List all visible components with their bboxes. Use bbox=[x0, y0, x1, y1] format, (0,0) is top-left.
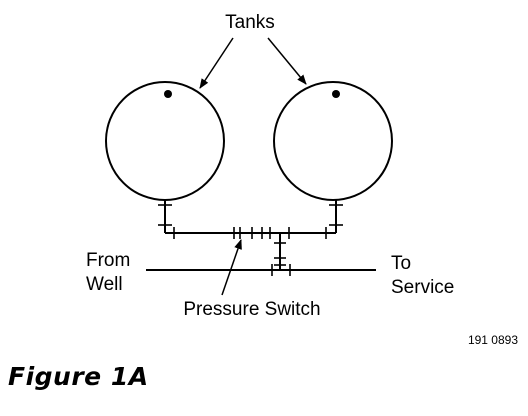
pressure-switch-label: Pressure Switch bbox=[183, 299, 320, 320]
tank-left-port bbox=[164, 90, 172, 98]
to-service-label-line1: To bbox=[391, 253, 411, 274]
tank-left bbox=[105, 81, 225, 201]
tank-right bbox=[273, 81, 393, 201]
figure-caption: Figure 1A bbox=[8, 362, 149, 391]
figure-code: 191 0893 bbox=[468, 333, 518, 347]
tanks-arrow-right bbox=[267, 37, 307, 85]
from-well-label-line1: From bbox=[86, 250, 130, 271]
pipe-fittings bbox=[158, 204, 343, 276]
to-service-label-line2: Service bbox=[391, 277, 454, 298]
tanks-arrow-left bbox=[199, 37, 234, 89]
tank-right-port bbox=[332, 90, 340, 98]
tanks-label: Tanks bbox=[225, 12, 275, 33]
pressure-switch-arrow bbox=[221, 239, 242, 296]
from-well-label-line2: Well bbox=[86, 274, 123, 295]
tank-manifold-piping bbox=[164, 200, 337, 270]
